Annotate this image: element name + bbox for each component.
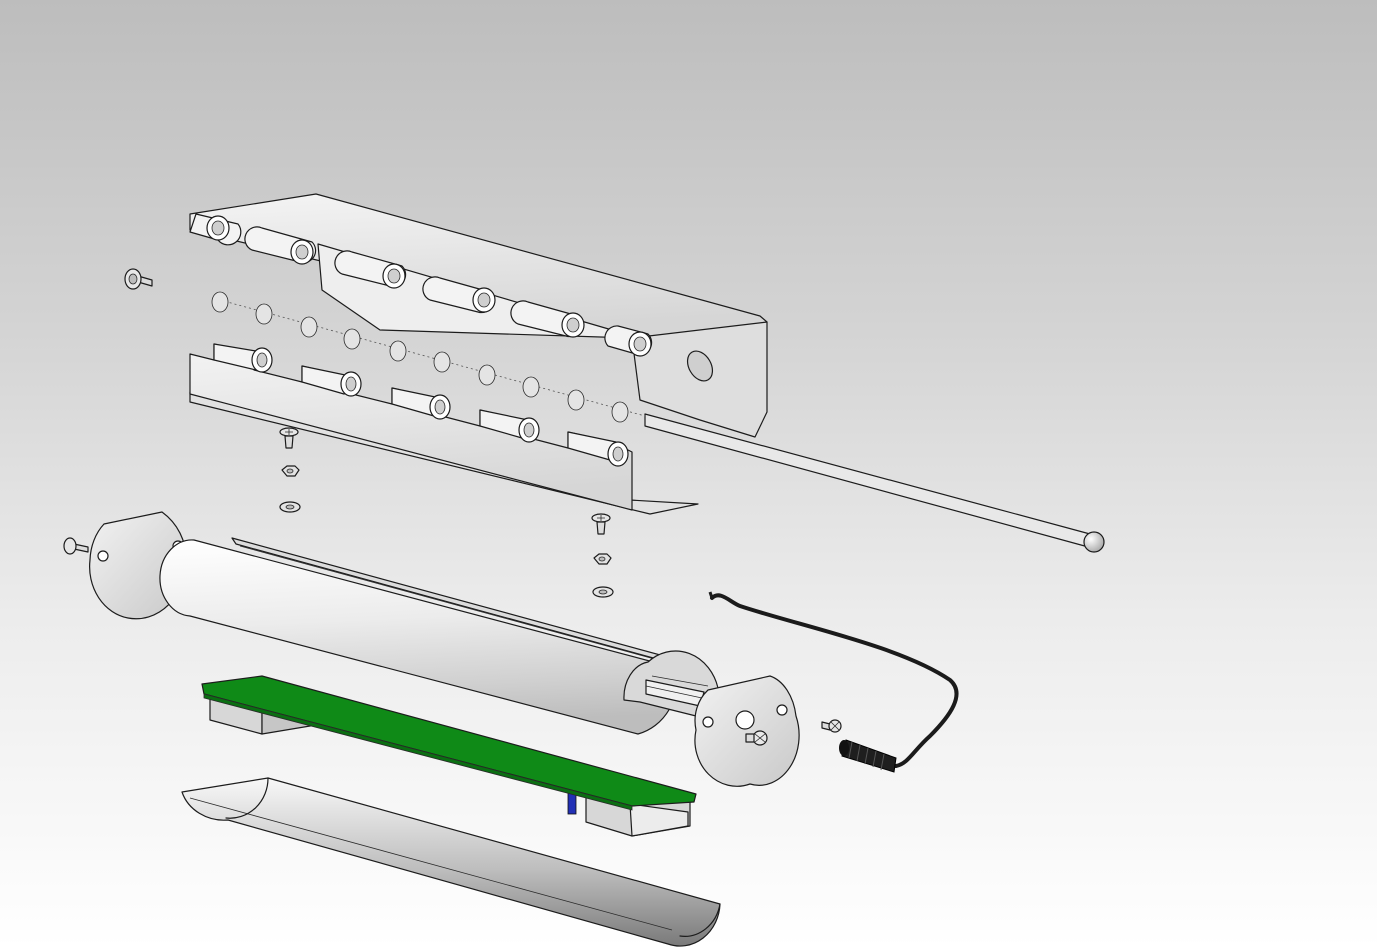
washer-right bbox=[592, 586, 614, 598]
right-end-cap bbox=[694, 675, 800, 787]
diffuser-cover bbox=[181, 777, 721, 947]
end-cap-screw-right bbox=[821, 719, 842, 733]
led-pcb bbox=[201, 675, 697, 837]
upper-bracket bbox=[189, 193, 768, 438]
pivot-bolt bbox=[124, 268, 153, 290]
hex-nut-right bbox=[593, 553, 612, 565]
bracket-slot bbox=[686, 350, 714, 382]
lower-bracket bbox=[189, 343, 699, 515]
washer-left bbox=[279, 501, 301, 513]
hinge-pin bbox=[211, 291, 1105, 553]
end-cap-screw-left bbox=[63, 537, 89, 555]
hex-nut-left bbox=[281, 465, 300, 477]
mount-screw-right bbox=[591, 513, 611, 535]
cap-fixing-screw bbox=[745, 730, 768, 746]
lower-knuckles bbox=[213, 343, 629, 467]
power-cable bbox=[708, 591, 959, 773]
upper-knuckles bbox=[189, 213, 653, 357]
mount-screw-left bbox=[279, 427, 299, 449]
aluminium-profile bbox=[159, 537, 719, 735]
